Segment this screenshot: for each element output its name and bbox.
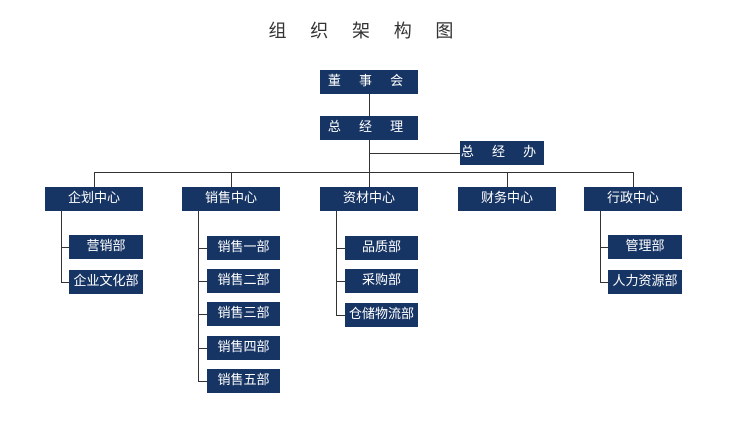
dept-branch xyxy=(600,247,608,248)
dept-branch xyxy=(198,348,207,349)
center-admin[interactable]: 行政中心 xyxy=(584,187,682,211)
dept-branch xyxy=(198,381,207,382)
connector-gm-trunk xyxy=(369,139,370,187)
dept-spine-materials xyxy=(336,211,337,315)
page-title: 组 织 架 构 图 xyxy=(268,21,463,42)
dept-sales-2[interactable]: 销售二部 xyxy=(207,269,280,293)
connector-center-3 xyxy=(369,172,370,187)
connector-center-4 xyxy=(507,172,508,187)
center-materials[interactable]: 资材中心 xyxy=(320,187,418,211)
dept-branch xyxy=(61,247,69,248)
dept-branch xyxy=(198,248,207,249)
gm-box[interactable]: 总 经 理 xyxy=(320,116,418,140)
center-planning[interactable]: 企划中心 xyxy=(45,187,143,211)
dept-branch xyxy=(198,281,207,282)
dept-management[interactable]: 管理部 xyxy=(608,235,682,259)
dept-branch xyxy=(600,282,608,283)
dept-corporate-culture[interactable]: 企业文化部 xyxy=(69,270,143,294)
dept-sales-4[interactable]: 销售四部 xyxy=(207,336,280,360)
dept-branch xyxy=(336,315,345,316)
dept-human-resources[interactable]: 人力资源部 xyxy=(608,270,682,294)
gm-office-box[interactable]: 总 经 办 xyxy=(460,141,544,165)
dept-sales-1[interactable]: 销售一部 xyxy=(207,236,280,260)
dept-marketing[interactable]: 营销部 xyxy=(69,235,143,259)
connector-center-5 xyxy=(633,172,634,187)
connector-board-gm xyxy=(369,94,370,116)
dept-branch xyxy=(336,281,345,282)
connector-centers-bus xyxy=(94,172,634,173)
dept-branch xyxy=(198,314,207,315)
dept-procurement[interactable]: 采购部 xyxy=(345,269,418,293)
dept-branch xyxy=(336,248,345,249)
dept-quality[interactable]: 品质部 xyxy=(345,236,418,260)
center-finance[interactable]: 财务中心 xyxy=(458,187,556,211)
dept-sales-5[interactable]: 销售五部 xyxy=(207,369,280,393)
dept-spine-planning xyxy=(61,211,62,282)
dept-warehouse-logistics[interactable]: 仓储物流部 xyxy=(345,303,418,327)
dept-branch xyxy=(61,282,69,283)
dept-sales-3[interactable]: 销售三部 xyxy=(207,302,280,326)
connector-center-1 xyxy=(94,172,95,187)
dept-spine-sales xyxy=(198,211,199,381)
connector-gm-office xyxy=(369,153,460,154)
center-sales[interactable]: 销售中心 xyxy=(182,187,280,211)
connector-center-2 xyxy=(231,172,232,187)
board-box[interactable]: 董 事 会 xyxy=(320,70,418,94)
dept-spine-admin xyxy=(600,211,601,282)
